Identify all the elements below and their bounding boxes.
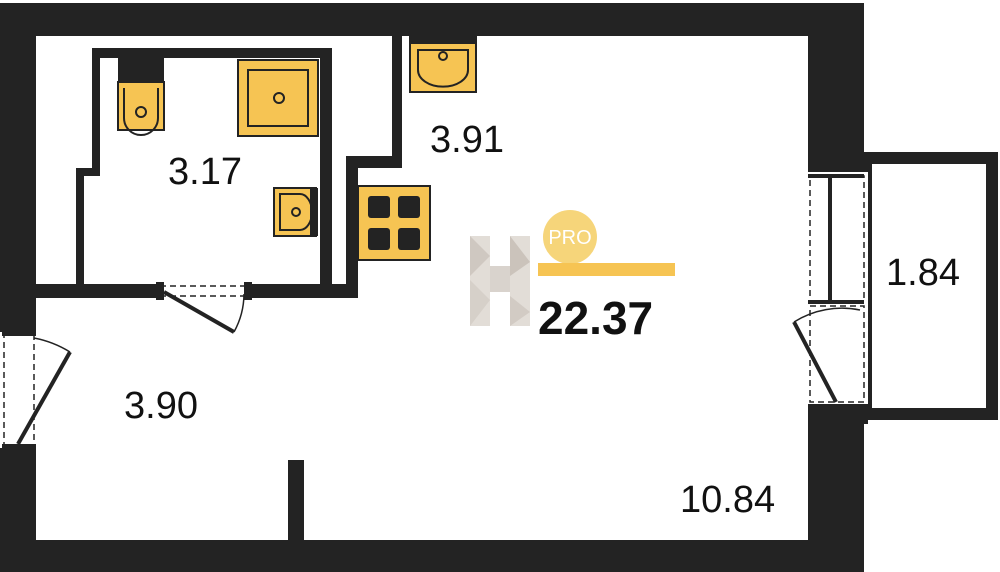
main-room-area-label: 10.84 <box>680 479 775 521</box>
total-area-label: 22.37 <box>538 292 653 344</box>
bathroom-area-label: 3.17 <box>168 151 242 193</box>
hallway-area-label: 3.90 <box>124 385 198 427</box>
entrance-door[interactable] <box>0 330 72 450</box>
partition-walls <box>36 36 402 540</box>
balcony-opening <box>792 172 868 404</box>
pro-badge: PRO <box>543 210 597 264</box>
bathroom-door[interactable] <box>156 282 252 334</box>
bathroom-sink-icon <box>273 187 318 237</box>
shower-icon <box>237 59 319 137</box>
kitchen-sink-icon <box>409 35 477 93</box>
balcony-area-label: 1.84 <box>886 252 960 294</box>
stove-icon <box>357 185 431 261</box>
total-area-accent-bar <box>538 263 675 276</box>
logo-h-icon <box>470 236 530 326</box>
toilet-icon <box>117 58 165 136</box>
balcony-walls <box>808 152 998 424</box>
pro-badge-text: PRO <box>548 227 591 249</box>
kitchen-area-label: 3.91 <box>430 119 504 161</box>
